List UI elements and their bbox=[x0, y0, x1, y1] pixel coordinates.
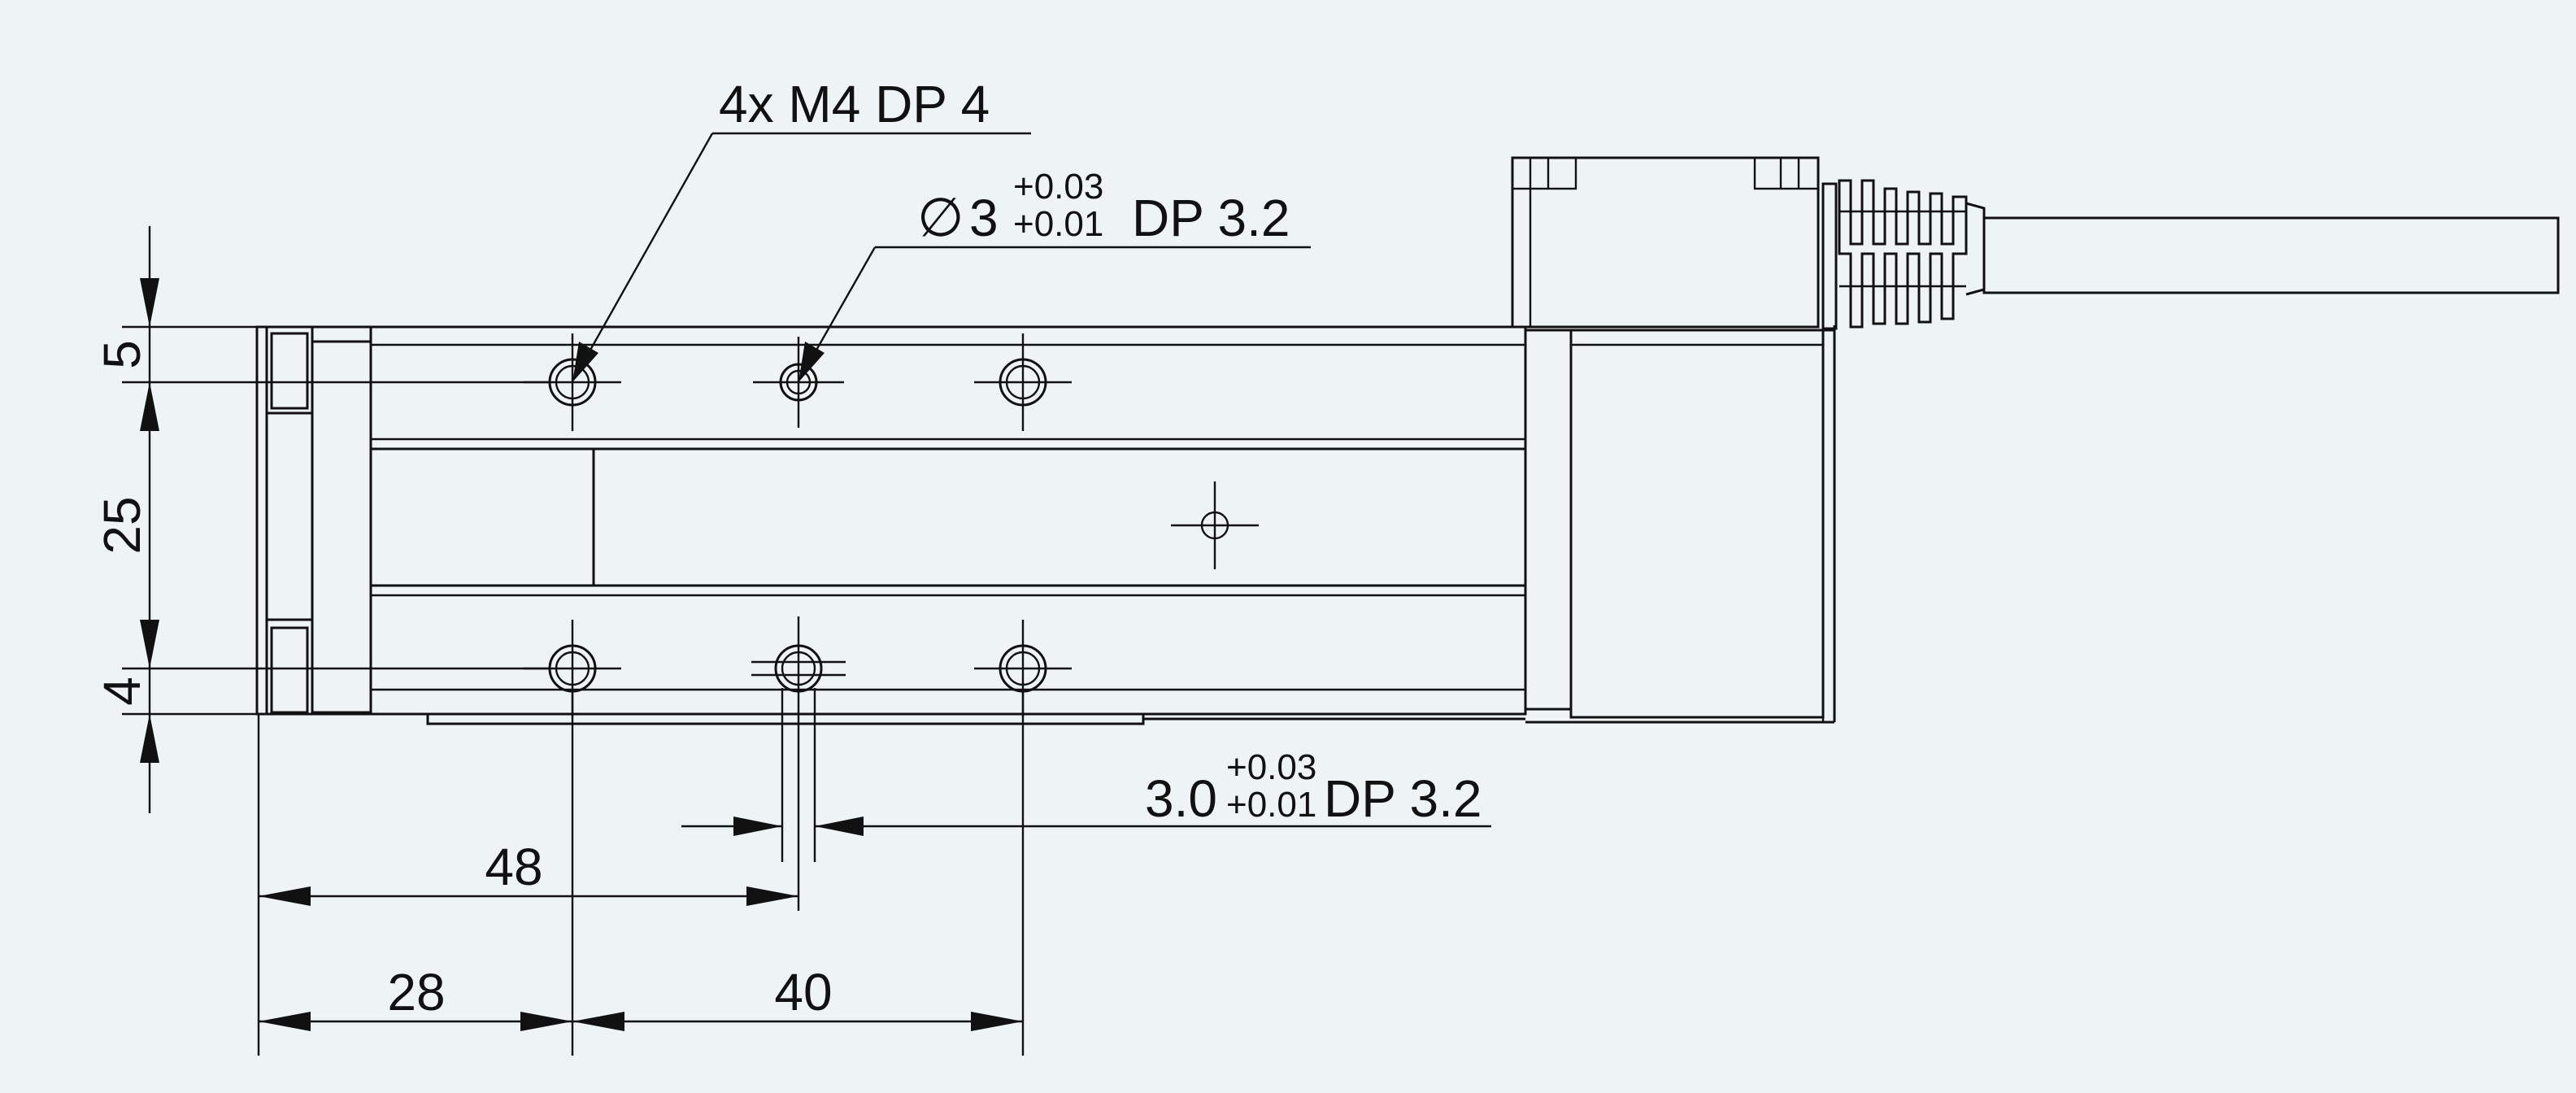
thread-callout: 4x M4 DP 4 bbox=[572, 75, 1031, 382]
motor-housing bbox=[1511, 156, 1820, 329]
diameter-symbol: ∅ bbox=[917, 186, 964, 249]
cable bbox=[1982, 216, 2560, 294]
thread-callout-text: 4x M4 DP 4 bbox=[719, 75, 990, 133]
dim-to-pin: 48 bbox=[485, 838, 542, 896]
stage-body bbox=[255, 325, 1836, 725]
slot-tol-upper: +0.03 bbox=[1226, 747, 1316, 787]
vertical-dimensions: 5 25 4 bbox=[93, 226, 550, 813]
pin-depth: DP 3.2 bbox=[1132, 189, 1290, 247]
pin-nominal: 3 bbox=[969, 189, 999, 247]
dim-spacing: 25 bbox=[93, 496, 151, 554]
pin-callout: ∅ 3 +0.03 +0.01 DP 3.2 bbox=[798, 167, 1311, 382]
slot-callout: 3.0 +0.03 +0.01 DP 3.2 bbox=[681, 688, 1491, 862]
thread-hole-top-2 bbox=[974, 333, 1072, 431]
slot-depth: DP 3.2 bbox=[1324, 769, 1482, 828]
horizontal-dimensions: 48 28 40 bbox=[257, 691, 1025, 1056]
dim-top-offset: 5 bbox=[93, 340, 151, 369]
pin-tol-lower: +0.01 bbox=[1013, 204, 1103, 244]
pin-tol-upper: +0.03 bbox=[1013, 167, 1103, 207]
dim-hole-pitch: 40 bbox=[774, 963, 832, 1021]
center-mark bbox=[1171, 481, 1259, 569]
dim-to-first-hole: 28 bbox=[387, 963, 445, 1021]
slot-hole-bottom bbox=[751, 616, 846, 704]
cable-strain-relief bbox=[1821, 179, 1986, 330]
slot-nominal: 3.0 bbox=[1145, 769, 1217, 828]
dim-bottom-offset: 4 bbox=[93, 677, 151, 706]
slot-tol-lower: +0.01 bbox=[1226, 785, 1316, 825]
